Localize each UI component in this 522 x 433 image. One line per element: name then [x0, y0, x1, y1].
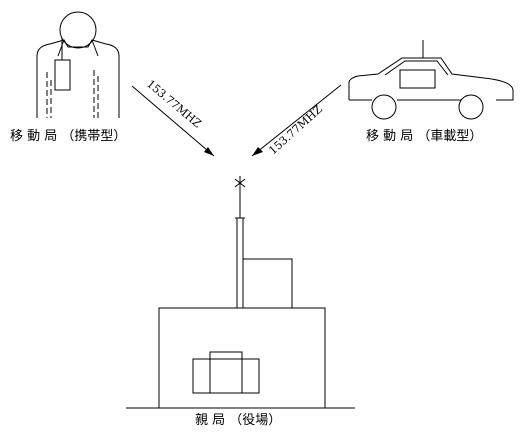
right-link-frequency: 153.77MHZ	[266, 103, 325, 158]
portable-station-label: 移 動 局 （携帯型）	[10, 128, 126, 144]
base-station-label: 親 局 （役場）	[195, 413, 281, 428]
right-link-arrow	[251, 84, 342, 157]
person-with-radio-icon	[36, 11, 120, 118]
vehicle-station-label: 移 動 局 （車載型）	[366, 129, 482, 144]
car-with-antenna-icon	[348, 40, 514, 120]
left-link-arrow	[131, 85, 215, 157]
base-station-building-icon	[126, 258, 355, 409]
